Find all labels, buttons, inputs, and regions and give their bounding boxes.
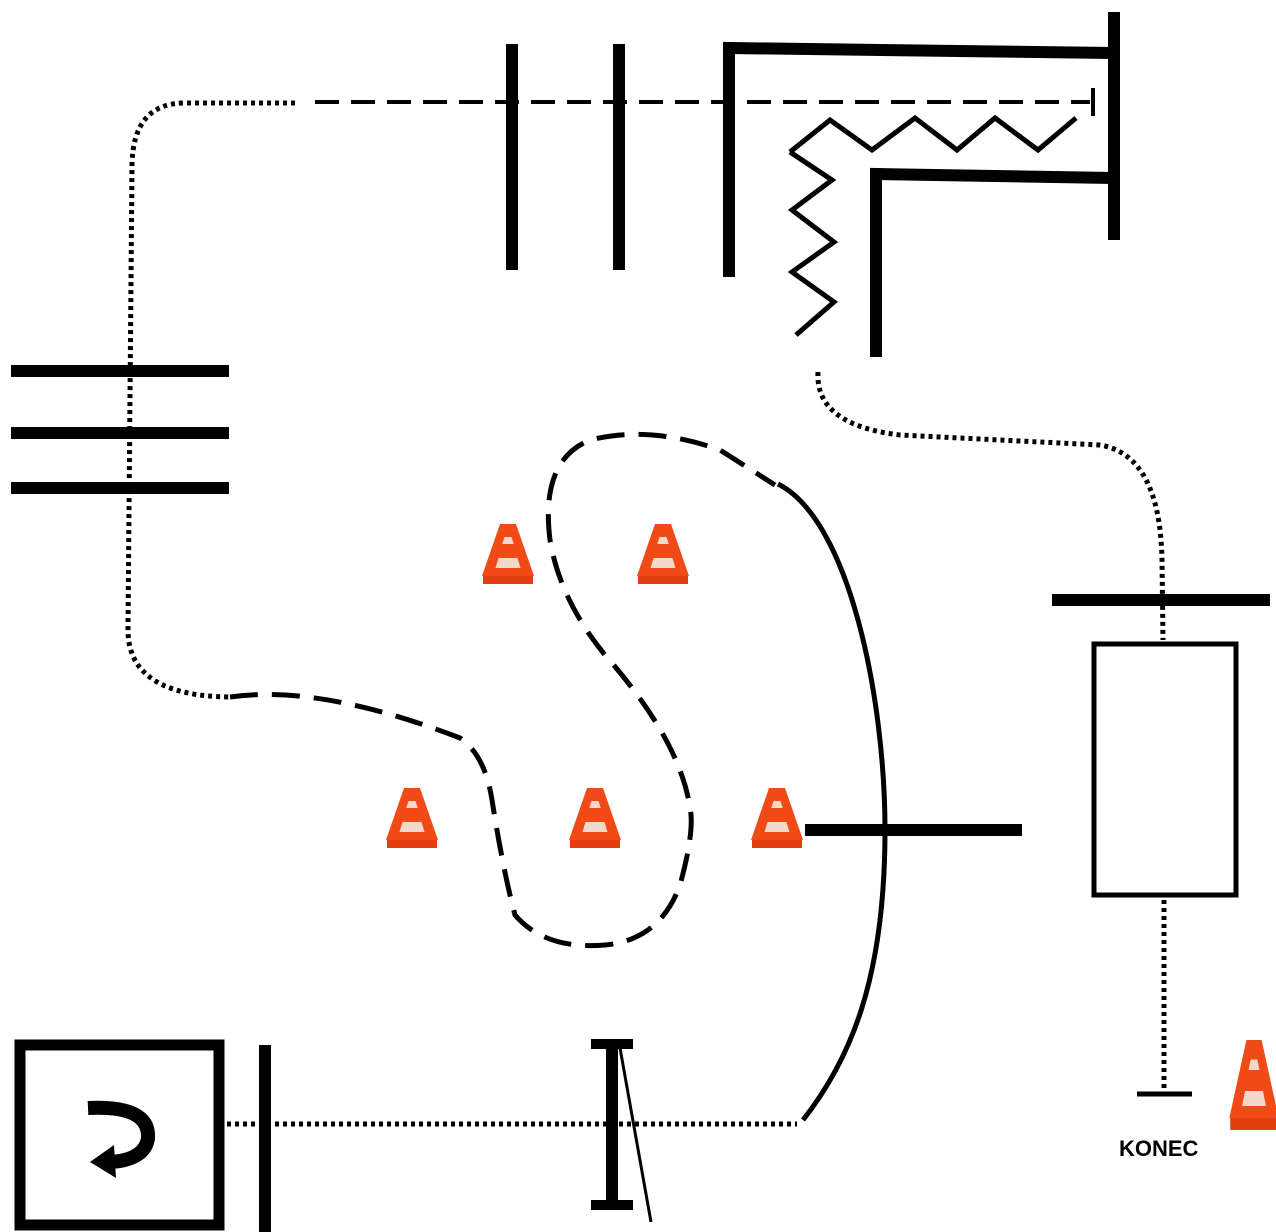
route-arc-solid — [776, 481, 888, 1122]
garage-box — [1091, 641, 1239, 898]
left-gates — [11, 365, 229, 494]
traffic-cone-icon — [386, 788, 438, 848]
inner-corridor-wall — [870, 167, 1114, 357]
outer-corridor-wall — [723, 41, 1114, 277]
traffic-cone-icon — [751, 788, 803, 848]
l-corridor — [723, 12, 1120, 357]
spring-horizontal — [788, 114, 1078, 154]
route-right-dotted — [815, 371, 1166, 641]
route-left-dotted — [125, 100, 295, 700]
traffic-cone-icon — [637, 524, 689, 584]
start-box — [14, 1039, 225, 1231]
top-gate-posts — [506, 44, 625, 270]
end-label: KONEC — [1119, 1136, 1199, 1161]
spring-vertical — [787, 149, 839, 337]
traffic-cone-icon — [569, 788, 621, 848]
route-slalom-dashed — [229, 431, 777, 949]
traffic-cone-icon — [1229, 1040, 1276, 1130]
bottom-barrier — [591, 1039, 653, 1223]
u-turn-arrow-icon — [87, 1100, 155, 1178]
traffic-cone-icon — [482, 524, 534, 584]
